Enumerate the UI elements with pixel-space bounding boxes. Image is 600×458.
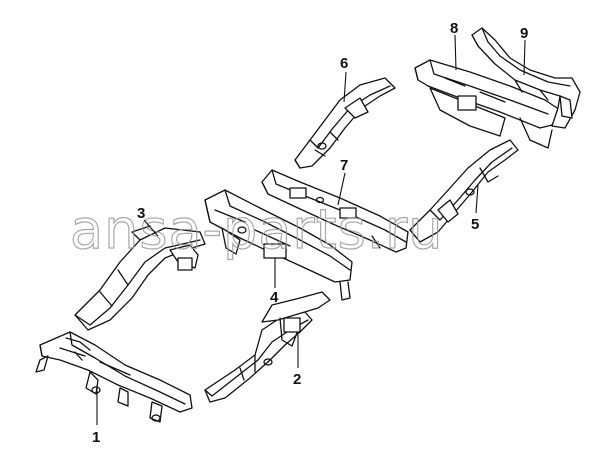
callout-7[interactable]: 7 (340, 157, 348, 174)
part-7-rear-crossmember (261, 169, 409, 253)
callout-5[interactable]: 5 (471, 216, 479, 233)
part-1-front-crossmember (35, 331, 193, 423)
watermark: ansa-parts.ru (70, 198, 444, 261)
callout-4[interactable]: 4 (270, 289, 279, 306)
part-2-frame-rail (204, 291, 331, 403)
part-9-rear-upper-rail (471, 27, 581, 129)
leader-lines (96, 34, 526, 425)
part-6-rear-side-rail (294, 77, 396, 169)
callout-1[interactable]: 1 (92, 429, 100, 446)
part-3-front-side-rail (74, 225, 206, 331)
callouts: 1 2 3 4 5 6 7 8 9 (92, 20, 528, 446)
callout-8[interactable]: 8 (450, 20, 458, 37)
callout-3[interactable]: 3 (137, 205, 145, 222)
callout-9[interactable]: 9 (520, 25, 528, 42)
part-5-rear-side-rail (409, 139, 519, 243)
callout-6[interactable]: 6 (340, 55, 348, 72)
callout-2[interactable]: 2 (293, 371, 301, 388)
